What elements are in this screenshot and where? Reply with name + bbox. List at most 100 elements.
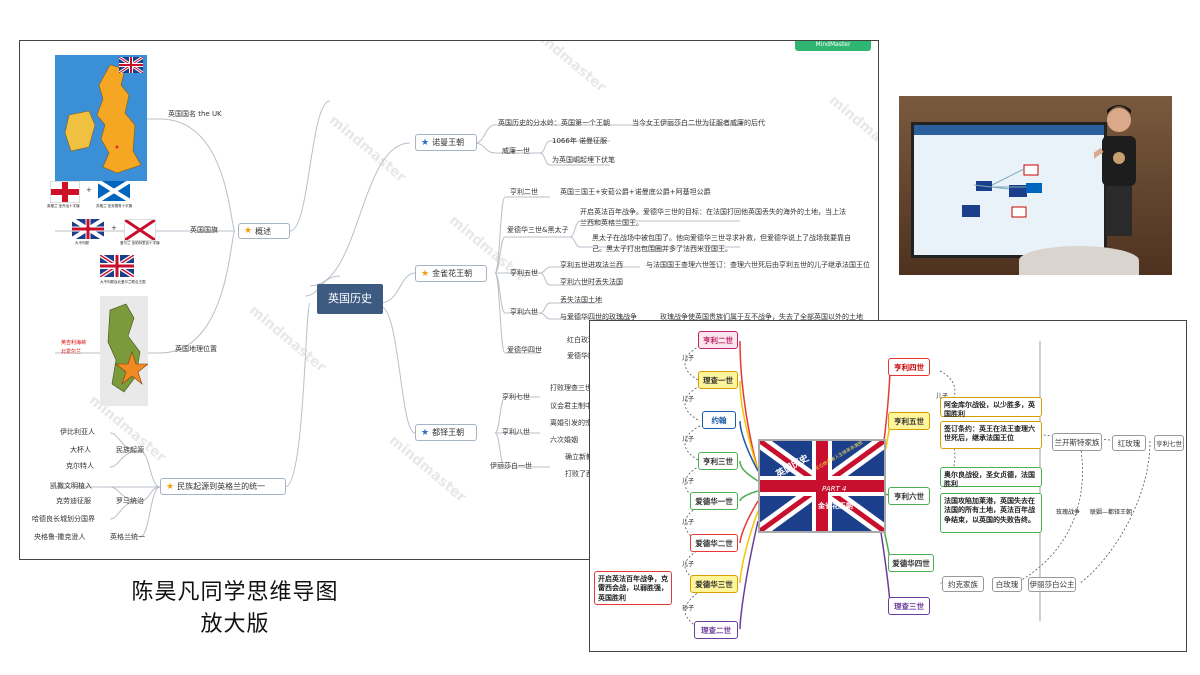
- henry6-note-1: 奥尔良战役，圣女贞德，法国胜利: [940, 467, 1042, 488]
- henry5-note-1: 阿金库尔战役，以少胜多，英国胜利: [940, 397, 1042, 418]
- root-node[interactable]: 英国历史: [317, 284, 383, 314]
- star-icon: ★: [421, 427, 430, 438]
- plantagenet-henry6-note: 与爱德华四世的玫瑰战争: [560, 313, 637, 321]
- node-richard2[interactable]: 理查二世: [694, 621, 738, 639]
- tudor-henry7: 亨利七世: [502, 393, 530, 401]
- edward3-note: 开启英法百年战争，克雷西会战，以弱胜强，英国胜利: [594, 571, 672, 605]
- mindmap-right-panel: 英国历史 王位继承者人生继承系谱图 PART 4 金雀花王朝 亨利二世 理查一世…: [589, 320, 1187, 652]
- overview-item-flag: 英国国旗: [190, 226, 218, 234]
- node-red-rose[interactable]: 红玫瑰: [1112, 435, 1146, 451]
- tudor-henry7-note: 议会君主制中: [550, 402, 592, 410]
- norman-watershed: 英国历史的分水岭：英国第一个王朝: [498, 119, 610, 127]
- node-henry4[interactable]: 亨利四世: [888, 358, 930, 376]
- origin-item: 哈德良长城划分国界: [32, 515, 95, 523]
- union-jack-icon: [760, 441, 884, 531]
- tudor-henry8: 亨利八世: [502, 428, 530, 436]
- plantagenet-henry6-note: 丢失法国土地: [560, 296, 602, 304]
- photo-screen: [911, 122, 1107, 258]
- star-icon: ★: [421, 137, 430, 148]
- succession-connectors: [684, 340, 1151, 630]
- center-banner[interactable]: 英国历史 王位继承者人生继承系谱图 PART 4 金雀花王朝: [758, 439, 886, 533]
- norman-william: 威廉一世: [502, 147, 530, 155]
- branch-overview[interactable]: ★概述: [238, 223, 290, 239]
- flag-label-uk-early: 大不列颠: [75, 241, 89, 245]
- node-henry2[interactable]: 亨利二世: [698, 331, 738, 349]
- war-of-roses-label: 玫瑰战争: [1056, 509, 1081, 516]
- branch-norman[interactable]: ★诺曼王朝: [415, 134, 477, 151]
- uk-flag-icon: [98, 253, 136, 279]
- node-richard1[interactable]: 理查一世: [698, 371, 738, 389]
- node-henry5[interactable]: 亨利五世: [888, 412, 930, 430]
- mindmap-connectors: [55, 100, 740, 538]
- node-york[interactable]: 约克家族: [942, 576, 984, 592]
- node-henry3[interactable]: 亨利三世: [698, 452, 738, 470]
- tudor-henry7-note: 打败理查三世: [550, 384, 592, 392]
- overview-item-name: 英国国名 the UK: [168, 110, 222, 118]
- mindmaster-badge[interactable]: MindMaster: [795, 41, 871, 51]
- plantagenet-edward4-note: 爱德华四世: [567, 352, 602, 360]
- map-label: 北爱尔兰: [61, 349, 82, 355]
- node-henry7[interactable]: 亨利七世: [1154, 435, 1184, 451]
- branch-label: 诺曼王朝: [432, 138, 465, 147]
- dragon-map-icon: [107, 303, 149, 393]
- uk-flag-icon: [118, 55, 144, 75]
- son-label: 儿子: [682, 355, 695, 362]
- branch-label: 金雀花王朝: [432, 269, 473, 278]
- origin-item: 凯撒文明植入: [50, 482, 92, 490]
- star-icon: ★: [244, 226, 253, 236]
- node-elizabeth-york[interactable]: 伊丽莎白公主: [1028, 577, 1076, 592]
- uk-map-image: [55, 55, 147, 181]
- tudor-henry8-note: 六次婚姻: [550, 436, 578, 444]
- uk-map-icon: [64, 64, 142, 174]
- plantagenet-henry5-note: 亨利六世时丢失法国: [560, 278, 623, 286]
- node-edward3[interactable]: 爱德华三世: [690, 575, 738, 593]
- origin-item: 英格兰统一: [110, 533, 145, 541]
- tudor-elizabeth-note: 确立新教: [565, 453, 593, 461]
- plantagenet-henry5-note: 与法国国王查理六世签订：查理六世死后由亨利五世的儿子继承法国王位: [646, 261, 870, 269]
- branch-origin[interactable]: ★民族起源到英格兰的统一: [160, 478, 286, 495]
- photo-table: [1019, 246, 1139, 275]
- plus-sign: +: [111, 224, 117, 232]
- grandson-label: 孙子: [682, 605, 695, 612]
- plantagenet-edward3-note: 黑太子在战场中被包围了。他向爱德华三世寻求补救，但爱德华说上了战场我要靠自己。黑…: [592, 234, 851, 253]
- tudor-elizabeth-note: 打败了西: [565, 470, 593, 478]
- plantagenet-edward3: 爱德华三世&黑太子: [507, 226, 569, 234]
- center-part: PART 4: [822, 485, 847, 493]
- norman-william-sub: 1066年 诺曼征服: [552, 137, 608, 145]
- branch-tudor[interactable]: ★都铎王朝: [415, 424, 477, 441]
- plantagenet-henry5: 亨利五世: [510, 269, 538, 277]
- branch-label: 民族起源到英格兰的统一: [177, 482, 266, 491]
- plantagenet-edward3-note: 开启英法百年战争。爱德华三世的目标：在法国打回他英国丢失的海外的土地，当上法兰西…: [580, 208, 846, 227]
- flag-label-ireland: 爱尔兰 圣帕特里克十字旗: [120, 241, 160, 245]
- branch-label: 都铎王朝: [432, 428, 465, 437]
- son-label: 儿子: [682, 436, 695, 443]
- plantagenet-henry6: 亨利六世: [510, 308, 538, 316]
- son-label: 儿子: [936, 391, 948, 400]
- center-dynasty: 金雀花王朝: [818, 502, 853, 510]
- origin-item: 克劳迪征服: [56, 497, 91, 505]
- scotland-flag-icon: [96, 179, 132, 203]
- origin-item: 大杯人: [70, 446, 91, 454]
- uk-early-flag-icon: [70, 217, 106, 241]
- plus-sign: +: [86, 186, 92, 194]
- henry6-note-2: 法国攻陷加莱港，英国失去在法国的所有土地，英法百年战争结束，以英国的失败告终。: [940, 493, 1042, 533]
- node-edward2[interactable]: 爱德华二世: [690, 534, 738, 552]
- england-flag-icon: [50, 181, 80, 203]
- plantagenet-henry2-note: 英国三国王+安茹公爵+诺曼底公爵+阿基坦公爵: [560, 188, 711, 196]
- node-lancaster[interactable]: 兰开斯特家族: [1052, 433, 1102, 451]
- flag-label-uk: 大不列颠及北爱尔兰联合王国: [100, 280, 146, 284]
- node-edward4[interactable]: 爱德华四世: [888, 554, 934, 572]
- node-john[interactable]: 约翰: [702, 411, 736, 429]
- tudor-henry8-note: 离婚引发的宗: [550, 419, 592, 427]
- plantagenet-edward4: 爱德华四世: [507, 346, 542, 354]
- node-edward1[interactable]: 爱德华一世: [690, 492, 738, 510]
- node-white-rose[interactable]: 白玫瑰: [992, 577, 1022, 592]
- node-richard3[interactable]: 理查三世: [888, 597, 930, 615]
- plantagenet-henry5-note: 亨利五世进攻法兰西: [560, 261, 623, 269]
- overview-item-geo: 英国地理位置: [175, 345, 217, 353]
- node-henry6[interactable]: 亨利六世: [888, 487, 930, 505]
- branch-plantagenet[interactable]: ★金雀花王朝: [415, 265, 487, 282]
- son-label: 儿子: [682, 396, 695, 403]
- map-label: 英吉利海峡: [61, 340, 87, 346]
- origin-item: 伊比利亚人: [60, 428, 95, 436]
